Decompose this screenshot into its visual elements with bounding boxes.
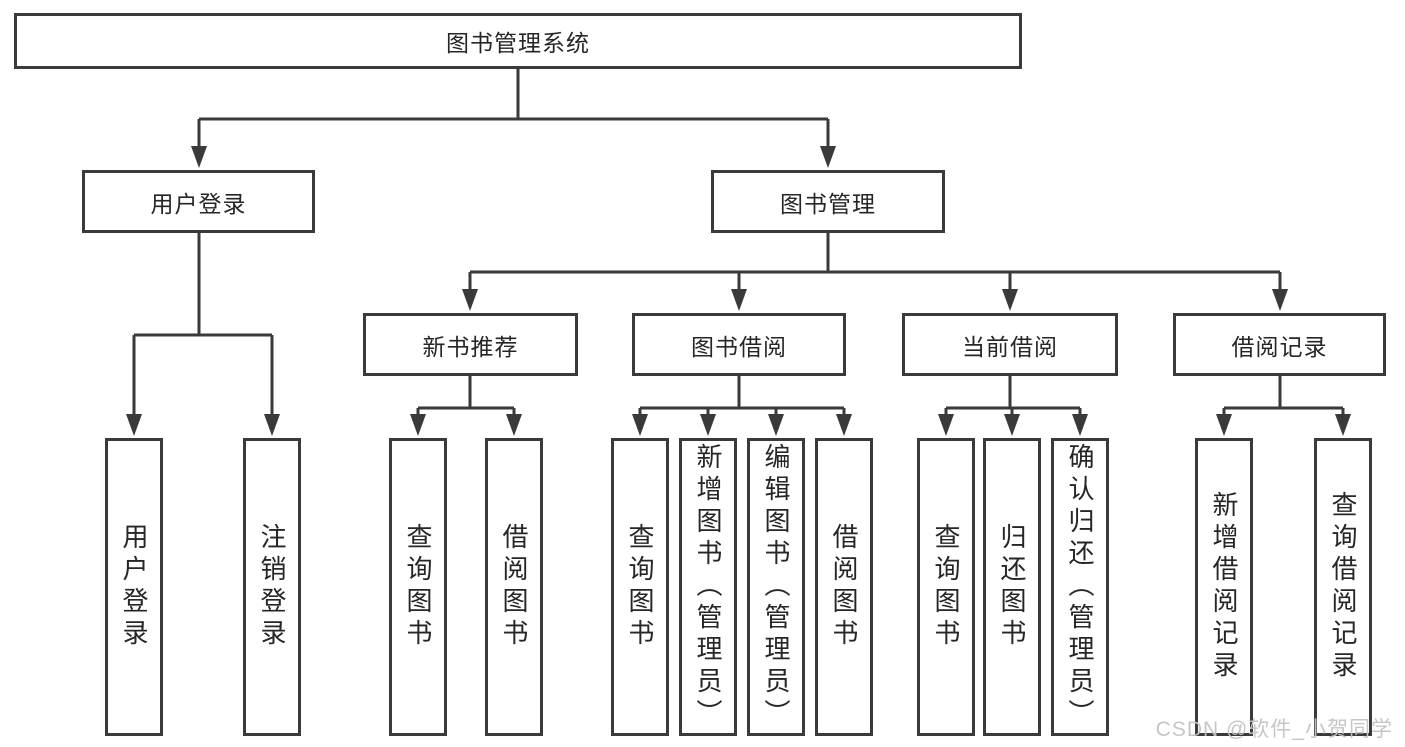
leaf-edit-books-admin: 编辑图书（管理员）: [747, 438, 805, 736]
node-user-login: 用户登录: [82, 170, 315, 233]
node-borrowing-records: 借阅记录: [1173, 313, 1386, 376]
leaf-logout-label: 注销登录: [257, 523, 287, 651]
leaf-query-books-recommend-label: 查询图书: [403, 523, 433, 651]
node-borrowing-records-label: 借阅记录: [1231, 333, 1328, 360]
leaf-edit-books-admin-label: 编辑图书（管理员）: [761, 443, 791, 731]
leaf-user-login-label: 用户登录: [119, 523, 149, 651]
leaf-query-books-borrowing: 查询图书: [611, 438, 669, 736]
leaf-borrow-books-recommend: 借阅图书: [485, 438, 543, 736]
node-root: 图书管理系统: [14, 13, 1022, 69]
leaf-query-borrow-record-label: 查询借阅记录: [1328, 491, 1358, 683]
leaf-confirm-return-admin-label: 确认归还（管理员）: [1065, 443, 1095, 731]
leaf-borrow-books-recommend-label: 借阅图书: [499, 523, 529, 651]
node-current-borrowing: 当前借阅: [902, 313, 1118, 376]
node-current-borrowing-label: 当前借阅: [962, 333, 1058, 360]
leaf-add-books-admin-label: 新增图书（管理员）: [693, 443, 723, 731]
node-book-borrowing: 图书借阅: [632, 313, 846, 376]
leaf-add-borrow-record-label: 新增借阅记录: [1209, 491, 1239, 683]
leaf-query-books-recommend: 查询图书: [389, 438, 447, 736]
leaf-add-books-admin: 新增图书（管理员）: [679, 438, 737, 736]
node-new-book-recommend-label: 新书推荐: [422, 333, 519, 360]
leaf-query-books-borrowing-label: 查询图书: [625, 523, 655, 651]
leaf-logout: 注销登录: [243, 438, 301, 736]
leaf-confirm-return-admin: 确认归还（管理员）: [1051, 438, 1109, 736]
node-new-book-recommend: 新书推荐: [363, 313, 578, 376]
leaf-user-login: 用户登录: [105, 438, 163, 736]
leaf-query-borrow-record: 查询借阅记录: [1314, 438, 1372, 736]
leaf-query-books-current: 查询图书: [917, 438, 975, 736]
leaf-return-books-label: 归还图书: [997, 523, 1027, 651]
leaf-query-books-current-label: 查询图书: [931, 523, 961, 651]
leaf-borrow-books-borrowing-label: 借阅图书: [829, 523, 859, 651]
leaf-return-books: 归还图书: [983, 438, 1041, 736]
node-book-management: 图书管理: [711, 170, 945, 233]
leaf-borrow-books-borrowing: 借阅图书: [815, 438, 873, 736]
leaf-add-borrow-record: 新增借阅记录: [1195, 438, 1253, 736]
node-root-label: 图书管理系统: [446, 30, 590, 56]
node-book-management-label: 图书管理: [780, 190, 876, 217]
csdn-watermark: CSDN @软件_小贺同学: [1155, 718, 1393, 741]
node-book-borrowing-label: 图书借阅: [691, 333, 787, 360]
node-user-login-label: 用户登录: [150, 190, 247, 217]
